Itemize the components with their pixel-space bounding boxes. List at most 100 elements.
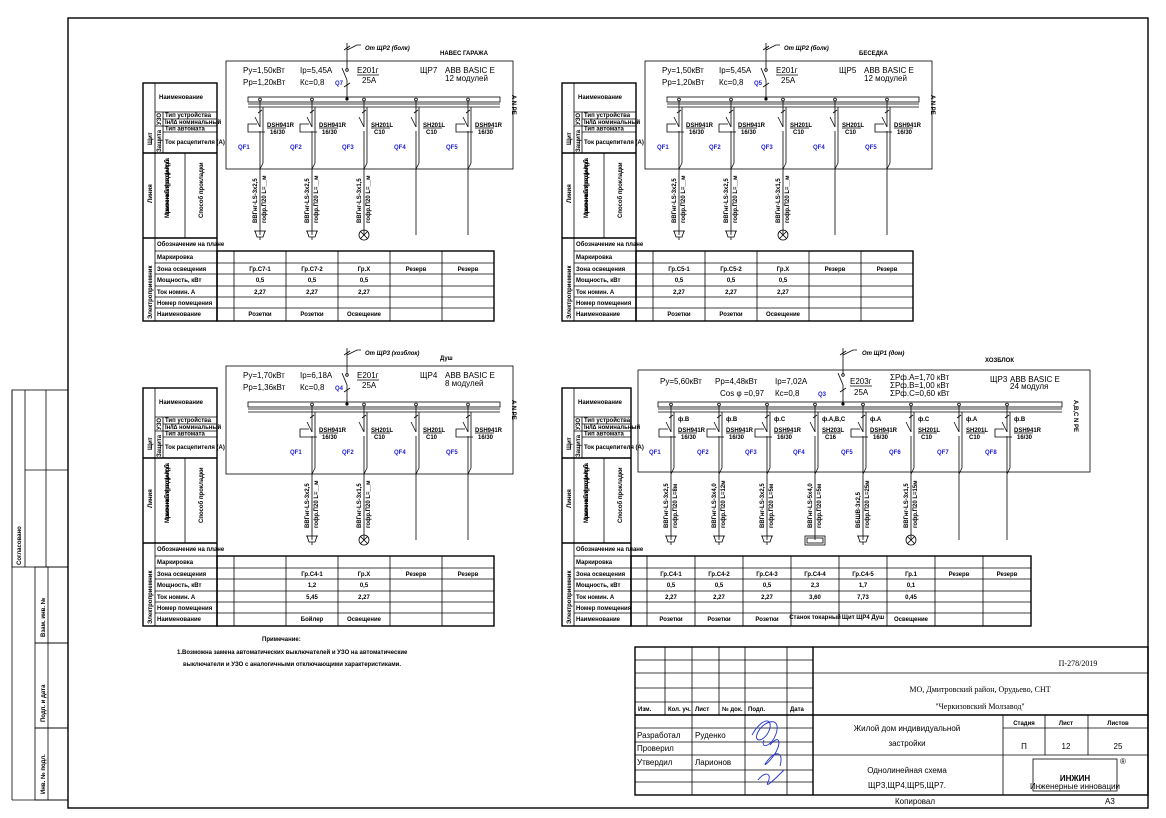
phase-label: ф.A — [966, 416, 978, 423]
panel-param: Рр=1,20кВт — [662, 78, 705, 87]
socket-icon — [713, 535, 725, 545]
cell-power: 0,5 — [308, 278, 317, 284]
line — [360, 231, 368, 239]
label-rcd: УЗО — [576, 418, 582, 430]
cable-route: гофр.П20 L=25м — [864, 480, 871, 528]
tick — [309, 414, 315, 419]
object-line1: Жилой дом индивидуальной — [854, 724, 961, 733]
label-row: Ток номин. А — [157, 290, 196, 296]
breaker-rating: 16/30 — [681, 435, 697, 441]
feed-leader — [765, 44, 780, 51]
bus-tap — [833, 97, 837, 102]
bus-tap — [781, 97, 785, 102]
stage-value: П — [1021, 742, 1027, 751]
panel-param: Кс=0,8 — [719, 78, 744, 87]
cell-name: Розетки — [667, 312, 691, 318]
cell-name: Освещение — [347, 617, 382, 623]
breaker-type: DSH941R — [726, 428, 754, 434]
breaker-rating: 16/30 — [322, 130, 338, 136]
tick — [764, 414, 770, 419]
tick — [956, 414, 962, 419]
cell-power: 0,5 — [360, 278, 369, 284]
panel-name: ЩР4 — [420, 371, 438, 380]
title-block-frame — [634, 646, 1149, 796]
neutral-join — [311, 467, 316, 475]
role-person: Ларионов — [695, 758, 731, 767]
feed-tick — [343, 350, 351, 356]
cell-name: Щит ЩР4 Душ — [842, 615, 884, 621]
cell-power: 0,5 — [727, 278, 736, 284]
breaker-label: QF5 — [865, 145, 877, 151]
cable-route: гофр.П20 L=__м — [784, 175, 791, 223]
notes-line: выключатели и УЗО с аналогичными отключа… — [183, 662, 401, 668]
phase-label: ф.B — [726, 416, 738, 423]
switch-contact — [764, 68, 768, 72]
label-rated-current: Iн/I∆ номинальный — [165, 424, 222, 431]
label-laying: Способ прокладки — [617, 467, 624, 523]
panel-param: Ip=7,02A — [775, 377, 808, 386]
breaker-type: SH201L — [423, 123, 445, 129]
label-line: Линия — [148, 184, 154, 203]
lamp-circle — [358, 229, 370, 241]
label-laying: Способ прокладки — [198, 467, 205, 523]
signature-stroke — [757, 769, 785, 785]
neutral-join — [958, 467, 963, 475]
tick — [716, 414, 722, 419]
breaker-type: DSH941R — [319, 123, 347, 129]
label-row: Номер помещения — [576, 606, 632, 612]
phase-sum: ΣPф.A=1,70 кВт — [890, 373, 949, 382]
breaker-blade — [829, 116, 836, 128]
breaker-type: SH201L — [918, 428, 940, 434]
breaker-rating: 16/30 — [270, 130, 286, 136]
cell-current: 2,27 — [358, 595, 370, 601]
label-protection: Защита — [576, 434, 582, 457]
label-trip-current: Ток расцепителя (А) — [584, 140, 644, 146]
panel-param: Ру=1,50кВт — [662, 66, 704, 75]
cell-name: Розетки — [659, 617, 683, 623]
cell-zone: Гр.1 — [905, 572, 918, 578]
breaker-label: QF1 — [238, 145, 250, 151]
cell-zone: Гр.С7-2 — [301, 267, 323, 273]
breaker-type: SH201L — [842, 123, 864, 129]
breaker-blade — [777, 116, 784, 128]
neutral-join — [886, 162, 891, 170]
socket-icon — [857, 535, 869, 545]
breaker-rating: 16/30 — [322, 435, 338, 441]
tick — [361, 109, 367, 114]
label-consumer: Электроприемник — [148, 571, 154, 624]
title-col-header: Изм. — [638, 707, 652, 713]
cell-name: Освещение — [894, 617, 929, 623]
title-col-header: № док. — [722, 706, 743, 713]
breaker-type: DSH941R — [870, 428, 898, 434]
consumer-table: Гр.С5-10,52,27РозеткиГр.С5-20,52,27Розет… — [635, 250, 914, 322]
breaker-label: QF4 — [394, 450, 406, 456]
doc-number: П-278/2019 — [1059, 659, 1098, 668]
object-line2: застройки — [888, 739, 925, 748]
lamp-icon — [358, 534, 370, 546]
main-switch-label: Q5 — [754, 81, 763, 87]
cable-mark: ВВГнг-LS-5х4,0 — [808, 483, 814, 528]
stamp-label: Взам. инв. № — [40, 597, 47, 637]
cell-zone: Резерв — [458, 572, 479, 578]
cable-mark: ВБШВ-3х2,5 — [856, 491, 862, 528]
main-switch-rating: 25A — [362, 381, 377, 390]
main-switch-rating: 25A — [362, 76, 377, 85]
cable-mark: ВВГнг-LS-3х1,5 — [776, 178, 782, 223]
breaker-type: SH201L — [790, 123, 812, 129]
label-shield: Щит — [148, 132, 154, 145]
sheet-title-line2: ЩР3,ЩР4,ЩР5,ЩР7. — [868, 781, 946, 790]
label-row: Наименование — [576, 617, 621, 623]
tick — [780, 109, 786, 114]
cable-route: гофр.П20 L=__м — [732, 175, 739, 223]
